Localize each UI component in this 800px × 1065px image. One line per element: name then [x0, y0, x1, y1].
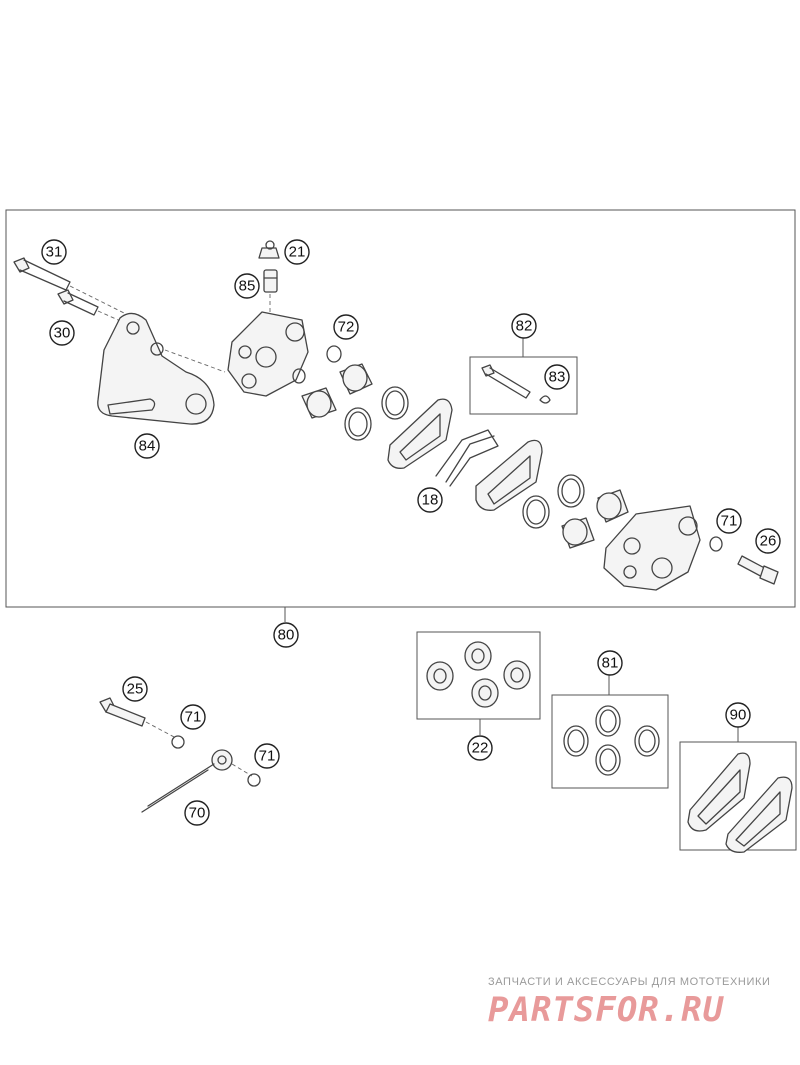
caliper-half-left [227, 311, 309, 397]
callout-83: 83 [544, 364, 570, 390]
part-18-pad-spring [435, 429, 499, 487]
part-90-brake-pad-kit [687, 752, 793, 853]
piston-left-inner [301, 387, 337, 419]
svg-text:84: 84 [139, 438, 156, 455]
callout-84: 84 [134, 433, 160, 459]
svg-text:81: 81 [602, 655, 619, 672]
piston-right-inner [561, 517, 595, 549]
callout-70: 70 [184, 800, 210, 826]
callout-71-line-a: 71 [180, 704, 206, 730]
kit-81-frame [551, 694, 669, 789]
piston-left-outer [339, 363, 373, 395]
caliper-half-right [603, 505, 701, 591]
brake-pad-right [475, 439, 543, 511]
callout-25: 25 [122, 676, 148, 702]
callout-22: 22 [467, 735, 493, 761]
callout-90: 90 [725, 702, 751, 728]
svg-text:80: 80 [278, 627, 295, 644]
svg-text:71: 71 [721, 513, 738, 530]
callout-72: 72 [333, 314, 359, 340]
part-84-caliper-carrier [97, 312, 226, 425]
callout-18: 18 [417, 487, 443, 513]
svg-text:82: 82 [516, 318, 533, 335]
seal-right-a [522, 495, 550, 529]
part-26-bolt [737, 555, 779, 585]
part-72-o-ring [326, 345, 342, 363]
svg-text:31: 31 [46, 244, 63, 261]
kit-22-frame [416, 631, 541, 720]
callout-71-caliper: 71 [716, 508, 742, 534]
part-85-bleeder-screw [263, 269, 278, 312]
part-22-piston-kit [426, 641, 531, 708]
svg-text:22: 22 [472, 740, 489, 757]
seal-right-b [557, 474, 585, 508]
callout-82: 82 [511, 313, 537, 339]
svg-text:21: 21 [289, 244, 306, 261]
part-71-o-ring-caliper [709, 536, 723, 552]
seal-left-a [381, 386, 409, 420]
svg-text:83: 83 [549, 369, 566, 386]
callout-31: 31 [41, 239, 67, 265]
svg-text:71: 71 [259, 748, 276, 765]
part-71-washer-a [171, 735, 185, 749]
svg-text:26: 26 [760, 533, 777, 550]
part-31-bolt [13, 257, 131, 317]
svg-text:25: 25 [127, 681, 144, 698]
callout-81: 81 [597, 650, 623, 676]
part-81-seal-kit [563, 705, 660, 776]
callout-71-line-b: 71 [254, 743, 280, 769]
part-25-banjo-bolt [99, 697, 177, 739]
svg-text:70: 70 [189, 805, 206, 822]
svg-text:71: 71 [185, 709, 202, 726]
part-70-brake-line [141, 749, 253, 813]
part-83-clip [539, 395, 551, 404]
svg-text:72: 72 [338, 319, 355, 336]
part-21-bleeder-cap [258, 240, 280, 259]
svg-text:85: 85 [239, 278, 256, 295]
callout-85: 85 [234, 273, 260, 299]
callout-21: 21 [284, 239, 310, 265]
callout-30: 30 [49, 320, 75, 346]
part-71-washer-b [247, 773, 261, 787]
caliper-assembly-frame [5, 209, 796, 608]
watermark-tagline: ЗАПЧАСТИ И АКСЕССУАРЫ ДЛЯ МОТОТЕХНИКИ [488, 976, 771, 988]
callout-80: 80 [273, 622, 299, 648]
svg-text:18: 18 [422, 492, 439, 509]
svg-text:30: 30 [54, 325, 71, 342]
watermark-logo: PARTSFOR.RU [488, 990, 725, 1030]
part-82-pin [481, 364, 531, 399]
seal-left-b [344, 407, 372, 441]
part-30-bolt [57, 289, 126, 324]
callout-26: 26 [755, 528, 781, 554]
brake-pad-left [387, 398, 453, 469]
piston-right-outer [596, 489, 629, 523]
svg-text:90: 90 [730, 707, 747, 724]
